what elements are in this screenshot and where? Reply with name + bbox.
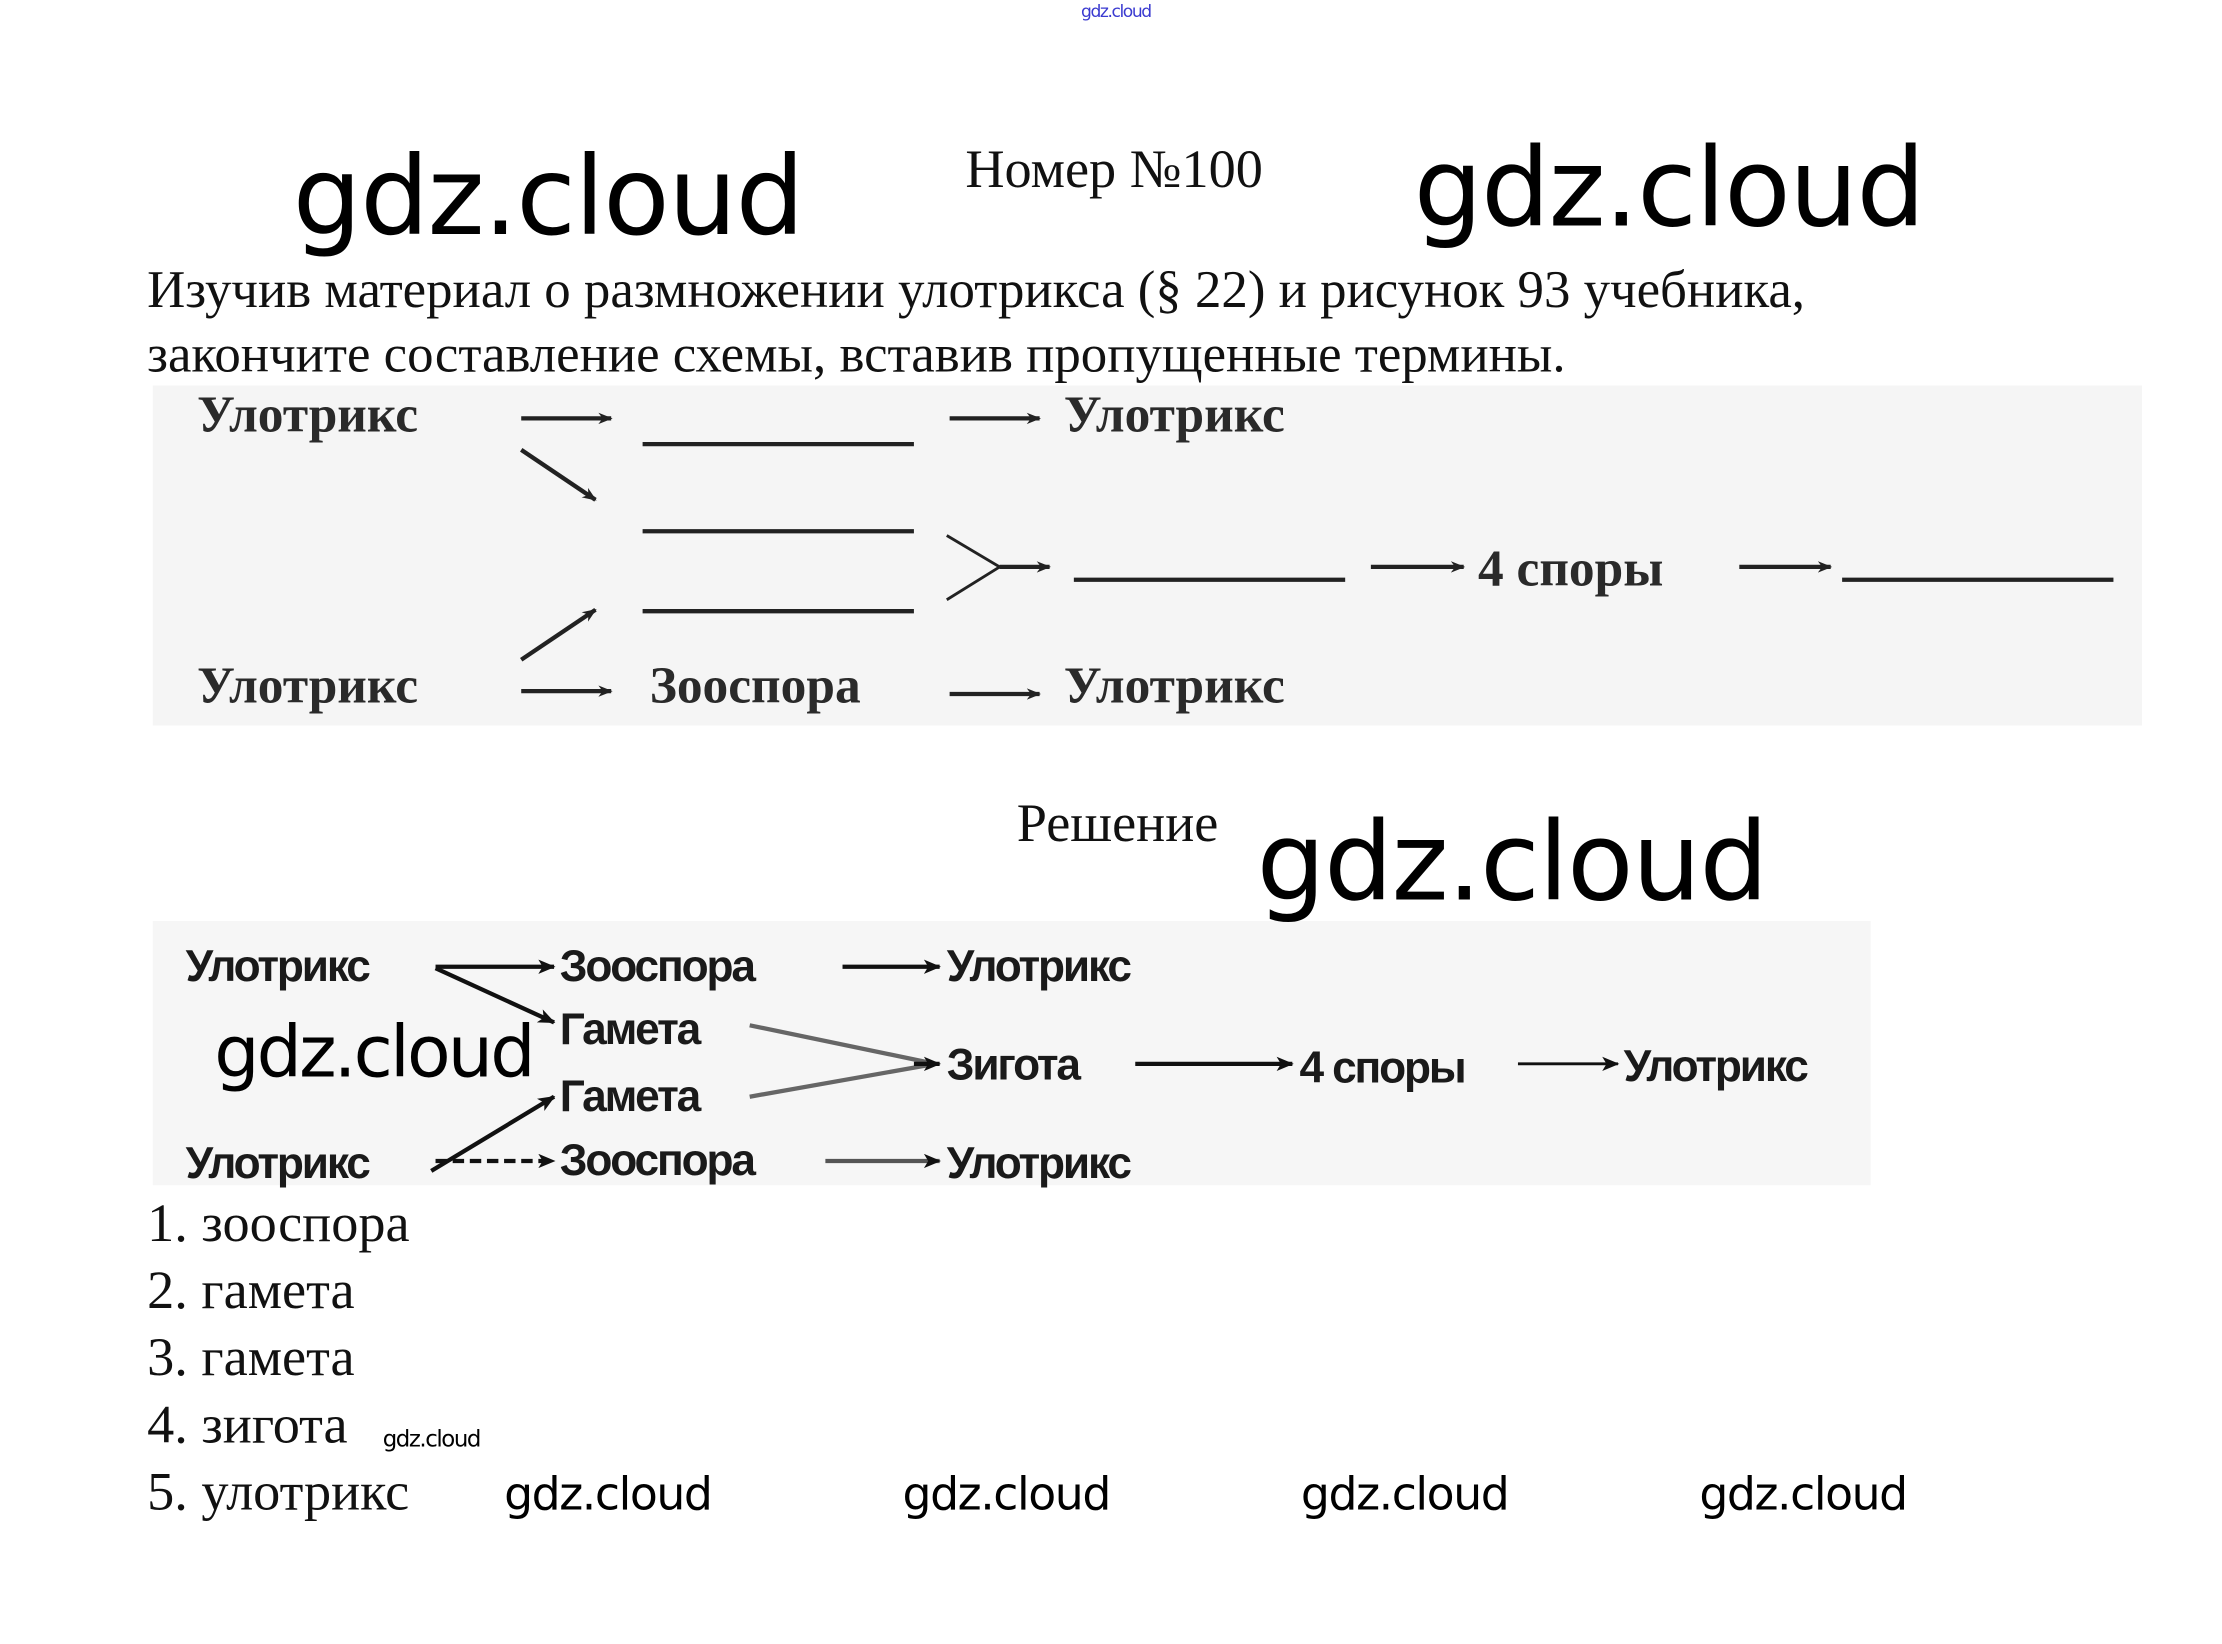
watermark-top: gdz.cloud: [1080, 1, 1152, 22]
scheme-label: 4 споры: [1478, 540, 1663, 597]
arrow: [430, 1094, 556, 1173]
watermark: gdz.cloud: [902, 1466, 1111, 1521]
solution-label: Зооспора: [560, 942, 757, 991]
scheme-label: Улотрикс: [1064, 658, 1285, 715]
solution-label: Улотрикс: [947, 942, 1132, 991]
watermark: gdz.cloud: [1300, 1466, 1510, 1521]
solution-label: Зооспора: [560, 1136, 757, 1185]
watermark-small: gdz.cloud: [382, 1425, 482, 1453]
watermark: gdz.cloud: [292, 132, 805, 260]
watermark: gdz.cloud: [1699, 1466, 1908, 1521]
solution-label: Зигота: [947, 1041, 1082, 1090]
solution-label: Улотрикс: [947, 1139, 1132, 1188]
solution-label: 4 споры: [1299, 1043, 1464, 1092]
scheme-label: Улотрикс: [1064, 386, 1285, 443]
arrow: [749, 1061, 936, 1099]
page-title: Номер №100: [965, 139, 1263, 200]
solution-label: Гамета: [560, 1005, 702, 1054]
arrow: [434, 966, 556, 1025]
answer-item: 3. гамета: [147, 1328, 355, 1389]
watermark: gdz.cloud: [504, 1466, 713, 1521]
answer-item: 4. зигота: [147, 1395, 348, 1456]
arrow: [520, 607, 597, 662]
solution-label: Улотрикс: [1624, 1042, 1809, 1091]
scheme-background: [152, 385, 2142, 726]
answer-item: 1. зооспора: [147, 1193, 410, 1254]
scheme-label: Зооспора: [650, 658, 861, 715]
answer-item: 5. улотрикс: [147, 1462, 410, 1523]
solution-label: Гамета: [560, 1072, 702, 1121]
watermark: gdz.cloud: [214, 1011, 535, 1094]
watermark: gdz.cloud: [1256, 798, 1769, 926]
answer-item: 2. гамета: [147, 1260, 355, 1321]
arrow: [520, 448, 597, 502]
solution-label: Улотрикс: [186, 942, 371, 991]
scheme-label: Улотрикс: [197, 658, 418, 715]
solution-title: Решение: [1016, 793, 1219, 854]
task-line-1: Изучив материал о размножении улотрикса …: [147, 261, 1806, 320]
arrow: [749, 1023, 936, 1066]
scheme-label: Улотрикс: [197, 386, 418, 443]
task-line-2: закончите составление схемы, вставив про…: [147, 325, 1566, 385]
watermark: gdz.cloud: [1413, 124, 1926, 252]
solution-label: Улотрикс: [186, 1139, 371, 1188]
